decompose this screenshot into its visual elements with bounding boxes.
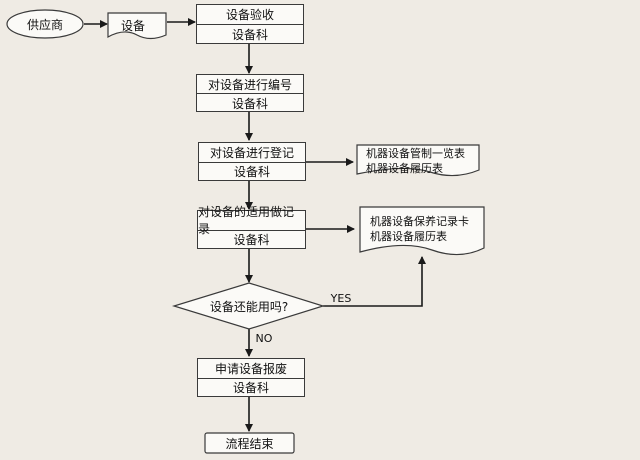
registry-doc-line: 机器设备管制一览表 — [366, 147, 465, 160]
no-label: NO — [255, 331, 273, 345]
numbering-box: 对设备进行编号 设备科 — [196, 74, 304, 112]
scrap-request-box: 申请设备报废 设备科 — [197, 358, 305, 397]
decision-diamond — [171, 282, 326, 330]
process-dept: 设备科 — [233, 165, 270, 180]
yes-label: YES — [330, 291, 352, 305]
registry-docs: 机器设备管制一览表 机器设备履历表 — [366, 146, 465, 176]
process-title: 对设备进行登记 — [199, 143, 305, 163]
process-dept: 设备科 — [231, 28, 268, 42]
registry-doc-line: 机器设备履历表 — [366, 162, 443, 175]
end-label: 流程结束 — [225, 436, 274, 451]
registry-document-shape — [356, 144, 480, 177]
maintenance-docs: 机器设备保养记录卡 机器设备履历表 — [370, 214, 469, 244]
usage-record-box: 对设备的适用做记录 设备科 — [197, 205, 306, 249]
maintenance-document-shape — [359, 206, 485, 256]
process-dept: 设备科 — [231, 96, 268, 111]
end-terminator — [204, 432, 295, 454]
registration-box: 对设备进行登记 设备科 — [198, 142, 306, 181]
maintenance-doc-line: 机器设备保养记录卡 — [370, 215, 469, 228]
arrow-decision-yes — [323, 256, 426, 307]
equipment-doc-label: 设备 — [120, 18, 145, 33]
process-dept: 设备科 — [232, 381, 269, 396]
supplier-label: 供应商 — [26, 17, 63, 32]
acceptance-box: 设备验收 设备科 — [196, 4, 304, 44]
maintenance-doc-line: 机器设备履历表 — [370, 230, 447, 243]
process-title: 设备验收 — [197, 5, 303, 25]
process-title: 申请设备报废 — [198, 359, 304, 379]
supplier-terminator — [6, 9, 84, 39]
process-title: 对设备的适用做记录 — [198, 205, 305, 236]
process-dept: 设备科 — [233, 233, 270, 248]
equipment-document-shape — [107, 12, 167, 40]
process-title: 对设备进行编号 — [197, 75, 303, 94]
decision-label: 设备还能用吗? — [209, 299, 289, 314]
